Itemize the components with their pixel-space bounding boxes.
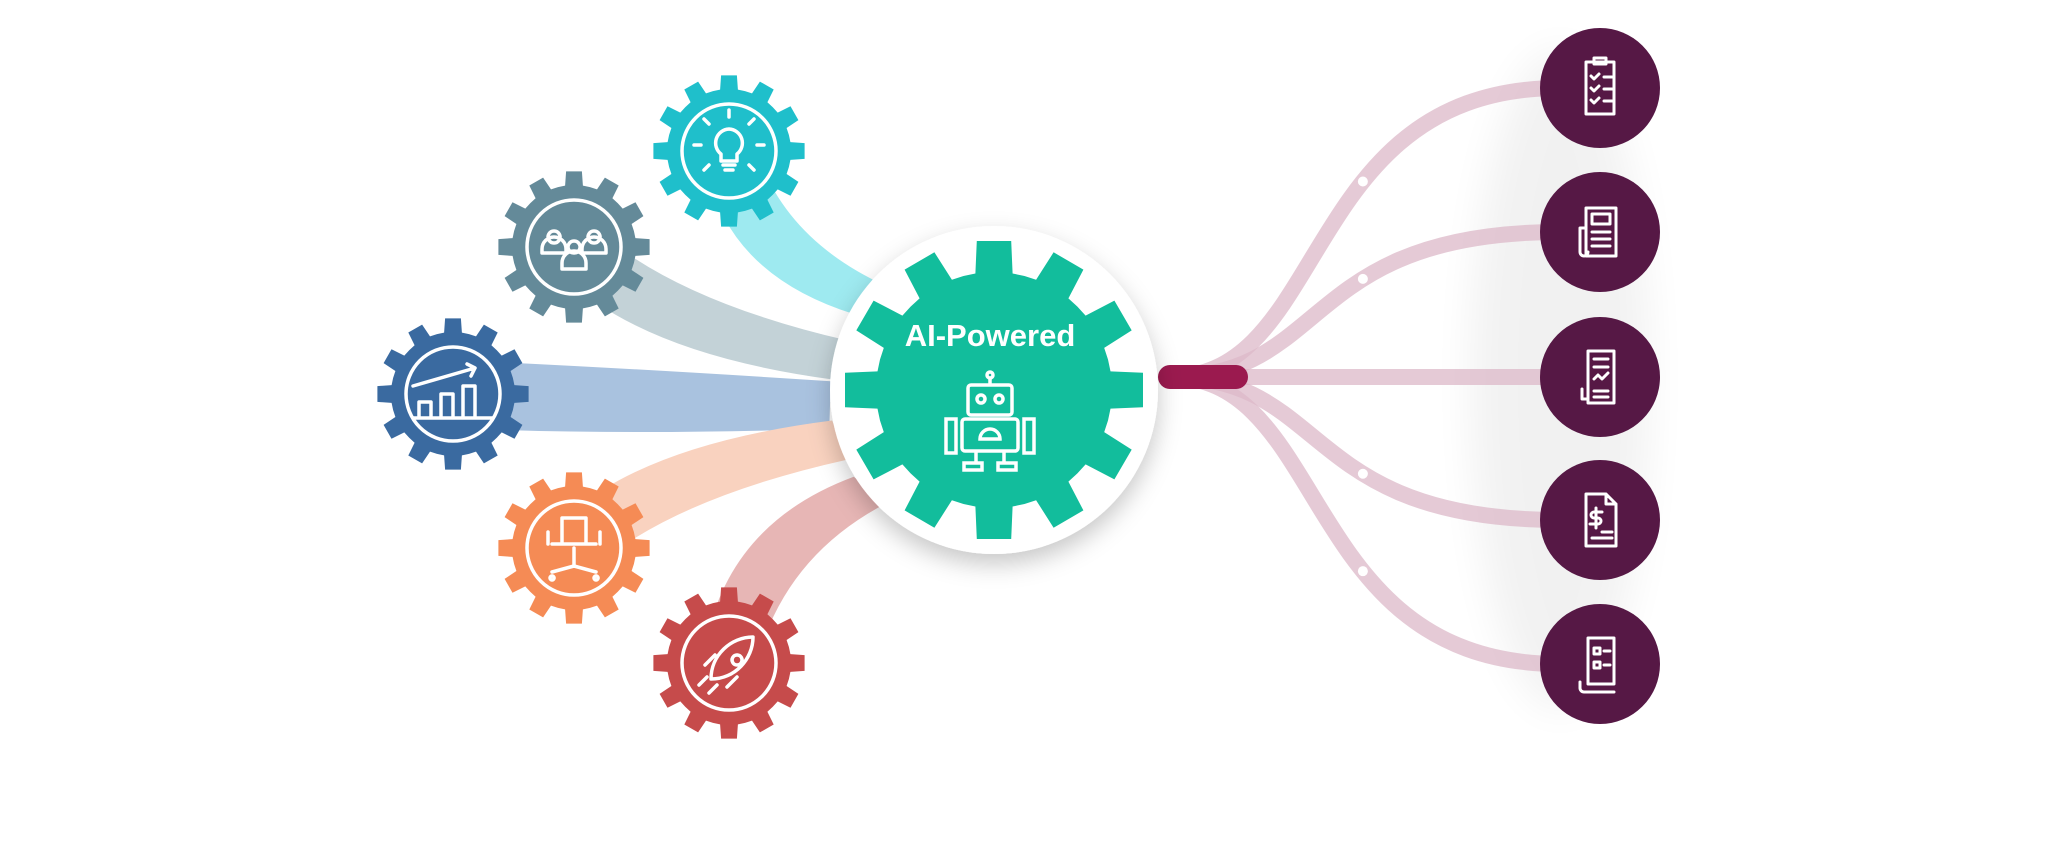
form-document-icon (1578, 636, 1616, 694)
input-band (452, 360, 831, 433)
connector (1158, 365, 1248, 389)
checklist-icon (1584, 56, 1616, 116)
output-branch (1162, 369, 1568, 672)
growth-chart-icon (411, 362, 495, 420)
input-gear (653, 587, 805, 739)
robot-icon (944, 370, 1036, 472)
gear-ring (680, 102, 778, 200)
gear-shape (653, 75, 805, 227)
lightbulb-icon (692, 108, 766, 172)
branch-dot (1357, 176, 1368, 187)
input-gear (377, 318, 529, 470)
output-item (1540, 604, 1660, 724)
invoice-dollar-icon (1584, 492, 1618, 548)
output-item (1540, 28, 1660, 148)
branch-dot (1357, 273, 1368, 284)
output-item (1540, 172, 1660, 292)
input-gear (498, 472, 650, 624)
rocket-icon (697, 635, 755, 695)
branch-dot (1357, 468, 1368, 479)
output-item (1540, 460, 1660, 580)
input-gear (653, 75, 805, 227)
gear-ring (404, 345, 502, 443)
output-circle (1540, 28, 1660, 148)
output-circles (1540, 28, 1660, 724)
gear-ring (525, 499, 623, 597)
input-gear (498, 171, 650, 323)
gear-shape (498, 171, 650, 323)
output-item (1540, 317, 1660, 437)
report-chart-icon (1580, 349, 1616, 405)
hub-gear: AI-Powered (830, 226, 1158, 554)
branch-dot (1357, 566, 1368, 577)
gear-ring (525, 198, 623, 296)
office-chair-icon (546, 516, 602, 582)
gear-shape (653, 587, 805, 739)
input-gears (377, 75, 805, 739)
hub-label: AI-Powered (905, 318, 1076, 353)
newspaper-icon (1578, 206, 1618, 258)
team-icon (540, 229, 608, 271)
gear-ring (680, 614, 778, 712)
hub-gear-shape (845, 241, 1143, 539)
